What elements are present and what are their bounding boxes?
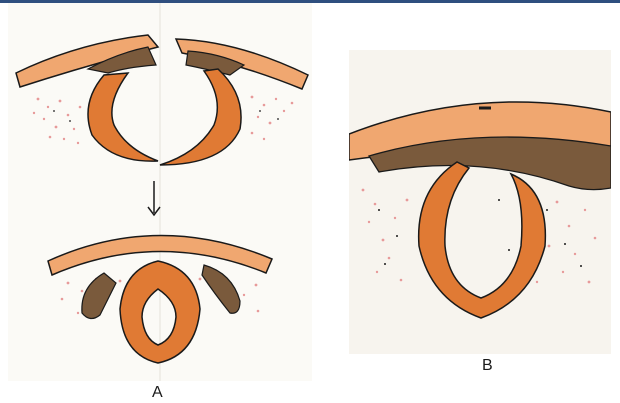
panel-b-label: B [482,357,493,375]
panel-a-svg [8,3,312,381]
panel-a-label: A [152,384,163,402]
panel-b-svg [349,50,611,354]
panel-a-drawing [8,3,312,381]
panel-b-drawing [349,50,611,354]
